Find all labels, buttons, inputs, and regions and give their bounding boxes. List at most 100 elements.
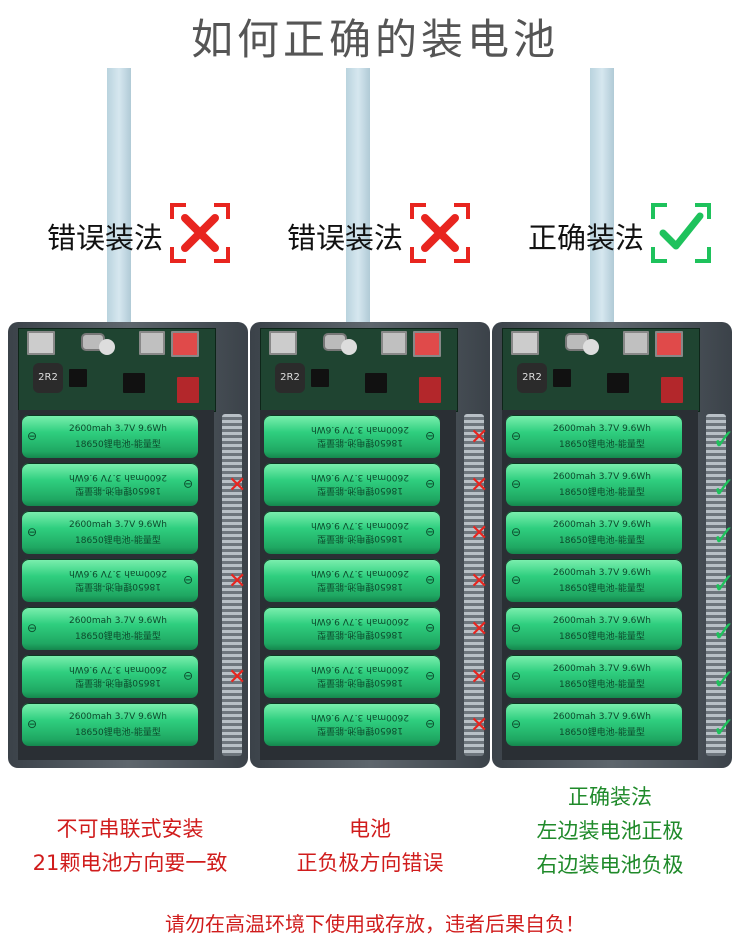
capacitor (661, 377, 683, 403)
battery-pack: 2R2 ⊖ 2600mah 3.7V 9.6Wh 18650锂电池-能量型⊖ 2… (250, 322, 490, 768)
battery-cell: ⊖ 2600mah 3.7V 9.6Wh 18650锂电池-能量型 (22, 511, 198, 554)
cell-spec: 2600mah 3.7V 9.6Wh (69, 472, 167, 482)
usb-port (27, 331, 55, 355)
cell-spec: 2600mah 3.7V 9.6Wh (311, 616, 409, 626)
cell-type: 18650锂电池-能量型 (317, 629, 403, 639)
battery-cell: ⊖ 2600mah 3.7V 9.6Wh 18650锂电池-能量型 (506, 415, 682, 458)
cross-icon: ✕ (470, 569, 489, 594)
negative-terminal-icon: ⊖ (27, 717, 38, 731)
battery-cell: ⊖ 2600mah 3.7V 9.6Wh 18650锂电池-能量型 (264, 415, 440, 458)
negative-terminal-icon: ⊖ (511, 717, 522, 731)
cell-spec: 2600mah 3.7V 9.6Wh (553, 712, 651, 722)
cross-icon: ✕ (228, 569, 247, 594)
ic-chip (311, 369, 329, 387)
check-icon: ✓ (712, 711, 736, 744)
cell-spec: 2600mah 3.7V 9.6Wh (69, 520, 167, 530)
negative-terminal-icon: ⊖ (424, 717, 435, 731)
check-icon (651, 203, 711, 263)
cell-type: 18650锂电池-能量型 (317, 485, 403, 495)
wrong-icon (170, 203, 230, 263)
circuit-board: 2R2 (260, 328, 458, 412)
ic-chip (123, 373, 145, 393)
panel-caption: 电池 正负极方向错误 (245, 812, 495, 880)
check-icon: ✓ (712, 663, 736, 696)
battery-cell: ⊖ 2600mah 3.7V 9.6Wh 18650锂电池-能量型 (264, 559, 440, 602)
battery-cell: ⊖ 2600mah 3.7V 9.6Wh 18650锂电池-能量型 (22, 607, 198, 650)
usb-port (655, 331, 683, 357)
battery-cell: ⊖ 2600mah 3.7V 9.6Wh 18650锂电池-能量型 (22, 559, 198, 602)
negative-terminal-icon: ⊖ (27, 525, 38, 539)
panel-caption: 正确装法 左边装电池正极 右边装电池负极 (485, 780, 735, 882)
inductor: 2R2 (517, 363, 547, 393)
check-icon: ✓ (712, 615, 736, 648)
cell-spec: 2600mah 3.7V 9.6Wh (553, 424, 651, 434)
cell-spec: 2600mah 3.7V 9.6Wh (311, 664, 409, 674)
battery-cell: ⊖ 2600mah 3.7V 9.6Wh 18650锂电池-能量型 (506, 703, 682, 746)
battery-cell: ⊖ 2600mah 3.7V 9.6Wh 18650锂电池-能量型 (506, 607, 682, 650)
caption-line: 正确装法 (568, 785, 652, 809)
cross-icon: ✕ (470, 425, 489, 450)
caption-line: 电池 (349, 817, 391, 841)
circuit-board: 2R2 (18, 328, 216, 412)
usb-port (269, 331, 297, 355)
cross-icon: ✕ (470, 617, 489, 642)
cell-type: 18650锂电池-能量型 (559, 728, 645, 738)
battery-cell: ⊖ 2600mah 3.7V 9.6Wh 18650锂电池-能量型 (22, 415, 198, 458)
battery-cell: ⊖ 2600mah 3.7V 9.6Wh 18650锂电池-能量型 (264, 511, 440, 554)
panel-caption: 不可串联式安装 21颗电池方向要一致 (5, 812, 255, 880)
usb-port (171, 331, 199, 357)
battery-cell: ⊖ 2600mah 3.7V 9.6Wh 18650锂电池-能量型 (264, 463, 440, 506)
negative-terminal-icon: ⊖ (511, 621, 522, 635)
cell-type: 18650锂电池-能量型 (317, 437, 403, 447)
cell-type: 18650锂电池-能量型 (559, 440, 645, 450)
spring-contacts (706, 414, 726, 756)
inductor: 2R2 (33, 363, 63, 393)
cell-spec: 2600mah 3.7V 9.6Wh (311, 568, 409, 578)
check-icon: ✓ (712, 471, 736, 504)
negative-terminal-icon: ⊖ (424, 669, 435, 683)
negative-terminal-icon: ⊖ (424, 429, 435, 443)
negative-terminal-icon: ⊖ (511, 429, 522, 443)
usb-port (511, 331, 539, 355)
cell-type: 18650锂电池-能量型 (75, 632, 161, 642)
negative-terminal-icon: ⊖ (511, 669, 522, 683)
cross-icon: ✕ (470, 521, 489, 546)
cell-spec: 2600mah 3.7V 9.6Wh (69, 568, 167, 578)
cell-type: 18650锂电池-能量型 (559, 632, 645, 642)
button (583, 339, 599, 355)
cross-icon: ✕ (228, 665, 247, 690)
cell-spec: 2600mah 3.7V 9.6Wh (553, 616, 651, 626)
page-title: 如何正确的装电池 (190, 15, 559, 64)
caption-line: 不可串联式安装 (56, 817, 204, 841)
negative-terminal-icon: ⊖ (424, 621, 435, 635)
cell-spec: 2600mah 3.7V 9.6Wh (311, 424, 409, 434)
panel-label: 错误装法 (47, 221, 164, 255)
cell-type: 18650锂电池-能量型 (75, 536, 161, 546)
cell-type: 18650锂电池-能量型 (317, 581, 403, 591)
panel-label: 错误装法 (287, 221, 404, 255)
battery-cell: ⊖ 2600mah 3.7V 9.6Wh 18650锂电池-能量型 (264, 607, 440, 650)
usb-port (139, 331, 165, 355)
negative-terminal-icon: ⊖ (511, 573, 522, 587)
battery-cell: ⊖ 2600mah 3.7V 9.6Wh 18650锂电池-能量型 (22, 655, 198, 698)
cell-spec: 2600mah 3.7V 9.6Wh (311, 520, 409, 530)
capacitor (419, 377, 441, 403)
battery-cell: ⊖ 2600mah 3.7V 9.6Wh 18650锂电池-能量型 (22, 463, 198, 506)
battery-cell: ⊖ 2600mah 3.7V 9.6Wh 18650锂电池-能量型 (264, 703, 440, 746)
battery-pack: 2R2 ⊖ 2600mah 3.7V 9.6Wh 18650锂电池-能量型⊖ 2… (492, 322, 732, 768)
cross-icon: ✕ (470, 473, 489, 498)
cell-spec: 2600mah 3.7V 9.6Wh (311, 712, 409, 722)
cell-spec: 2600mah 3.7V 9.6Wh (69, 424, 167, 434)
battery-cell: ⊖ 2600mah 3.7V 9.6Wh 18650锂电池-能量型 (22, 703, 198, 746)
negative-terminal-icon: ⊖ (182, 669, 193, 683)
cross-icon: ✕ (470, 713, 489, 738)
cell-type: 18650锂电池-能量型 (317, 533, 403, 543)
negative-terminal-icon: ⊖ (424, 477, 435, 491)
check-icon: ✓ (712, 567, 736, 600)
battery-cell: ⊖ 2600mah 3.7V 9.6Wh 18650锂电池-能量型 (264, 655, 440, 698)
cell-type: 18650锂电池-能量型 (559, 584, 645, 594)
battery-pack: 2R2 ⊖ 2600mah 3.7V 9.6Wh 18650锂电池-能量型⊖ 2… (8, 322, 248, 768)
negative-terminal-icon: ⊖ (511, 477, 522, 491)
battery-cell: ⊖ 2600mah 3.7V 9.6Wh 18650锂电池-能量型 (506, 655, 682, 698)
cell-type: 18650锂电池-能量型 (75, 485, 161, 495)
